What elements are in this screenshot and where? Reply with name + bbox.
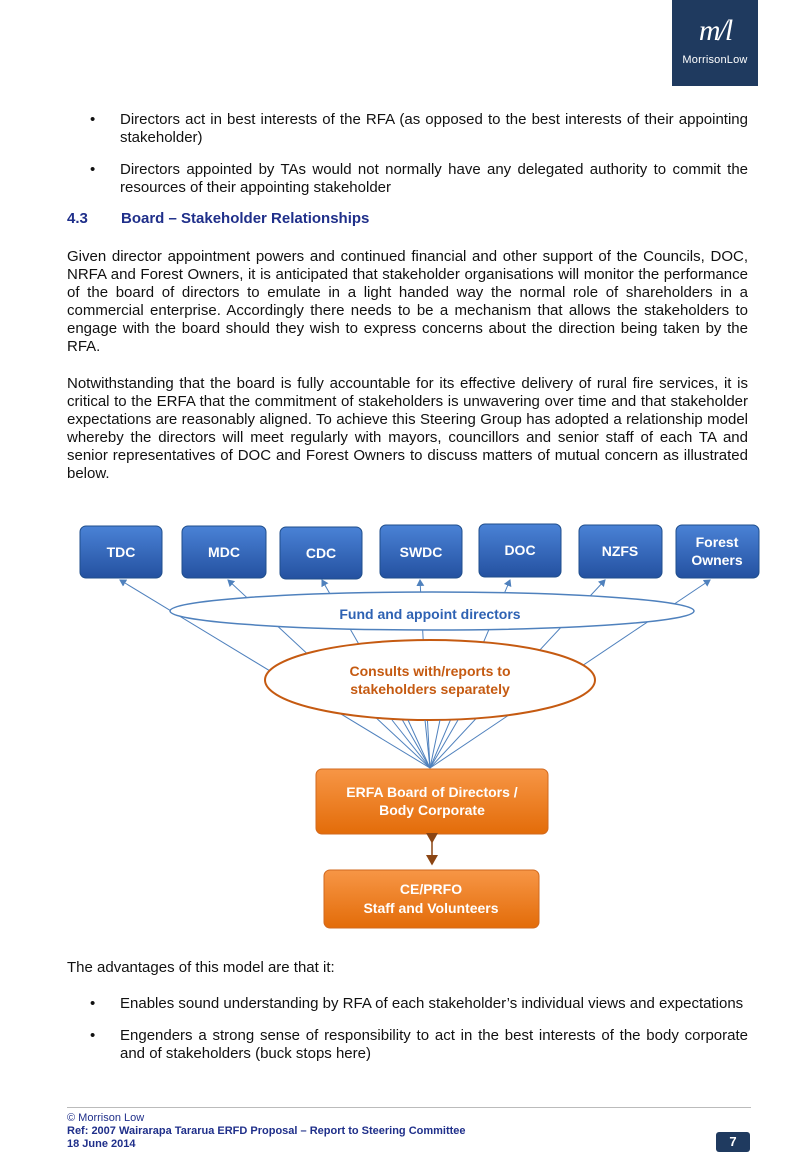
ce-label-line1: CE/PRFO <box>400 881 462 897</box>
morrisonlow-logo: m/l MorrisonLow <box>672 0 758 86</box>
board-label-line2: Body Corporate <box>379 802 485 818</box>
bullet-item: Directors act in best interests of the R… <box>90 111 748 147</box>
ce-box: CE/PRFO Staff and Volunteers <box>323 869 540 929</box>
board-label-line1: ERFA Board of Directors / <box>346 784 518 800</box>
connector-line <box>424 719 431 769</box>
connector-line <box>429 719 459 769</box>
relationship-diagram: Fund and appoint directors Consults with… <box>79 523 760 929</box>
stakeholder-box-forest-owners: Forest Owners <box>675 524 760 579</box>
logo-name: MorrisonLow <box>682 54 748 66</box>
stakeholder-box-doc: DOC <box>478 523 562 578</box>
stakeholder-box-mdc: MDC <box>181 525 267 579</box>
paragraph: Notwithstanding that the board is fully … <box>67 375 748 482</box>
bottom-bullet-list: Enables sound understanding by RFA of ea… <box>90 995 748 1077</box>
footer-copyright: © Morrison Low <box>67 1112 145 1124</box>
connector-line <box>391 719 431 769</box>
stakeholder-label: CDC <box>306 545 336 561</box>
stakeholder-connector-lines-overlay <box>391 719 459 769</box>
page-number: 7 <box>716 1132 750 1152</box>
stakeholder-label: TDC <box>107 544 136 560</box>
fund-label: Fund and appoint directors <box>339 606 520 622</box>
ce-label-line2: Staff and Volunteers <box>363 900 498 916</box>
paragraph: Given director appointment powers and co… <box>67 248 748 355</box>
stakeholder-label: SWDC <box>400 544 443 560</box>
stakeholder-box-swdc: SWDC <box>379 524 463 579</box>
fund-ellipse <box>169 591 695 631</box>
bullet-item: Engenders a strong sense of responsibili… <box>90 1027 748 1063</box>
advantages-intro: The advantages of this model are that it… <box>67 959 335 976</box>
stakeholder-label: DOC <box>504 542 535 558</box>
consult-ellipse <box>264 639 596 721</box>
stakeholder-box-nzfs: NZFS <box>578 524 663 579</box>
section-heading: 4.3 Board – Stakeholder Relationships <box>67 210 369 227</box>
connector-line <box>429 719 441 769</box>
top-bullet-list: Directors act in best interests of the R… <box>90 111 748 211</box>
stakeholder-label-line1: Forest <box>696 534 739 550</box>
stakeholder-box-tdc: TDC <box>79 525 163 579</box>
board-box: ERFA Board of Directors / Body Corporate <box>315 768 549 835</box>
footer-date: 18 June 2014 <box>67 1138 136 1150</box>
consult-label-line1: Consults with/reports to <box>350 663 511 679</box>
section-title: Board – Stakeholder Relationships <box>121 210 370 227</box>
stakeholder-label: NZFS <box>602 543 639 559</box>
footer-divider <box>67 1107 751 1108</box>
section-number: 4.3 <box>67 210 88 227</box>
logo-mark: m/l <box>698 14 733 47</box>
bullet-item: Enables sound understanding by RFA of ea… <box>90 995 748 1013</box>
footer: © Morrison Low Ref: 2007 Wairarapa Tarar… <box>67 1112 466 1151</box>
stakeholder-box-cdc: CDC <box>279 526 363 580</box>
footer-ref: Ref: 2007 Wairarapa Tararua ERFD Proposa… <box>67 1125 466 1137</box>
bullet-item: Directors appointed by TAs would not nor… <box>90 161 748 197</box>
consult-label-line2: stakeholders separately <box>350 681 510 697</box>
stakeholder-label-line2: Owners <box>691 552 743 568</box>
connector-line <box>407 719 431 769</box>
stakeholder-label: MDC <box>208 544 240 560</box>
